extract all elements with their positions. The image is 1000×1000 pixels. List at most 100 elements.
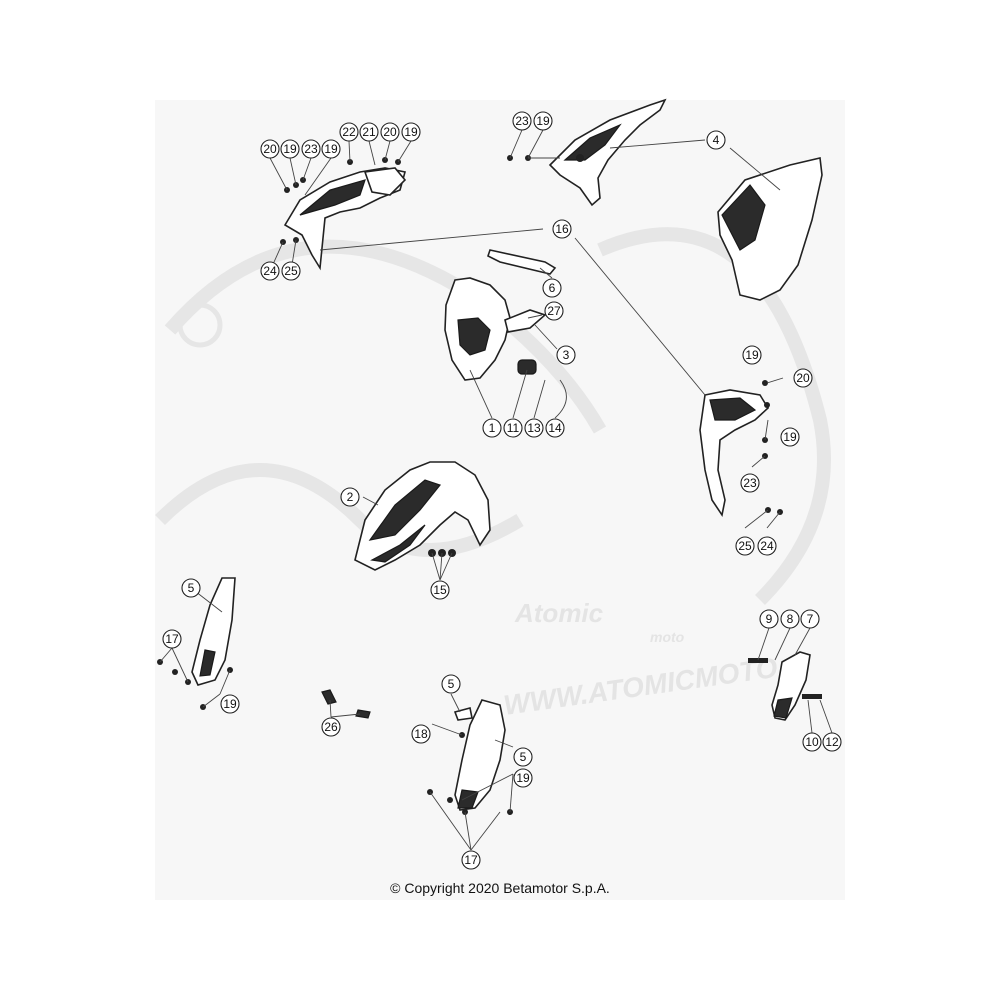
side-number-plate-part (717, 157, 823, 301)
callout-20: 20 (260, 139, 280, 159)
svg-text:9: 9 (766, 612, 773, 626)
svg-text:23: 23 (515, 114, 529, 128)
callout-10: 10 (802, 732, 822, 752)
callout-12: 12 (822, 732, 842, 752)
svg-text:11: 11 (507, 421, 520, 435)
leader-lines (159, 129, 833, 851)
callout-13: 13 (524, 418, 544, 438)
svg-text:8: 8 (787, 612, 794, 626)
svg-text:22: 22 (342, 125, 356, 139)
svg-text:21: 21 (362, 125, 376, 139)
svg-text:1: 1 (489, 421, 496, 435)
headlight-mask-part (444, 277, 547, 381)
fork-guard-bracket-part (771, 651, 811, 721)
callout-18: 18 (411, 724, 431, 744)
svg-text:26: 26 (324, 720, 338, 734)
svg-text:14: 14 (548, 421, 562, 435)
svg-text:7: 7 (807, 612, 814, 626)
callout-4: 4 (706, 130, 726, 150)
svg-text:19: 19 (745, 348, 759, 362)
svg-text:19: 19 (516, 771, 530, 785)
callout-17: 17 (461, 850, 481, 870)
right-shroud-panel-part (548, 98, 667, 207)
callout-19: 19 (401, 122, 421, 142)
svg-text:18: 18 (414, 727, 428, 741)
callout-3: 3 (556, 345, 576, 365)
svg-text:5: 5 (520, 750, 527, 764)
svg-text:12: 12 (825, 735, 839, 749)
watermark-url: WWW.ATOMICMOTO (502, 652, 780, 721)
callout-27: 27 (544, 301, 564, 321)
svg-text:19: 19 (536, 114, 550, 128)
svg-text:23: 23 (304, 142, 318, 156)
callout-19: 19 (321, 139, 341, 159)
svg-text:5: 5 (188, 581, 195, 595)
svg-text:19: 19 (404, 125, 418, 139)
svg-text:3: 3 (563, 348, 570, 362)
svg-text:23: 23 (743, 476, 757, 490)
callout-19: 19 (742, 345, 762, 365)
left-fork-guard-part (191, 577, 236, 686)
callout-25: 25 (735, 536, 755, 556)
callout-16: 16 (552, 219, 572, 239)
callout-19: 19 (533, 111, 553, 131)
callout-19: 19 (220, 694, 240, 714)
callout-26: 26 (321, 717, 341, 737)
copyright-notice: © Copyright 2020 Betamotor S.p.A. (390, 880, 610, 896)
callout-9: 9 (759, 609, 779, 629)
callout-11: 11 (503, 418, 523, 438)
svg-text:20: 20 (383, 125, 397, 139)
callout-24: 24 (260, 261, 280, 281)
svg-text:27: 27 (547, 304, 561, 318)
callout-5: 5 (441, 674, 461, 694)
callout-7: 7 (800, 609, 820, 629)
callout-23: 23 (301, 139, 321, 159)
svg-text:19: 19 (324, 142, 338, 156)
svg-text:19: 19 (223, 697, 237, 711)
svg-text:13: 13 (527, 421, 541, 435)
callout-2: 2 (340, 487, 360, 507)
svg-text:19: 19 (783, 430, 797, 444)
front-fender-part (354, 461, 491, 571)
callout-1: 1 (482, 418, 502, 438)
svg-text:24: 24 (760, 539, 774, 553)
callout-6: 6 (542, 278, 562, 298)
callout-19: 19 (513, 768, 533, 788)
callout-19: 19 (280, 139, 300, 159)
svg-text:17: 17 (165, 632, 179, 646)
svg-text:20: 20 (263, 142, 277, 156)
svg-text:25: 25 (738, 539, 752, 553)
headlight-strip-part (487, 249, 557, 275)
callout-25: 25 (281, 261, 301, 281)
svg-text:6: 6 (549, 281, 556, 295)
callout-23: 23 (740, 473, 760, 493)
svg-text:16: 16 (555, 222, 569, 236)
svg-text:20: 20 (796, 371, 810, 385)
svg-text:15: 15 (433, 583, 447, 597)
right-fork-guard-part (453, 699, 506, 811)
callout-5: 5 (181, 578, 201, 598)
right-shroud-part (699, 389, 770, 518)
callout-20: 20 (380, 122, 400, 142)
callout-20: 20 (793, 368, 813, 388)
svg-text:4: 4 (713, 133, 720, 147)
callout-24: 24 (757, 536, 777, 556)
svg-text:24: 24 (263, 264, 277, 278)
callout-5: 5 (513, 747, 533, 767)
callout-17: 17 (162, 629, 182, 649)
callout-22: 22 (339, 122, 359, 142)
callout-23: 23 (512, 111, 532, 131)
callout-14: 14 (545, 418, 565, 438)
clips-part (321, 689, 371, 719)
svg-text:19: 19 (283, 142, 297, 156)
svg-text:17: 17 (464, 853, 478, 867)
callout-21: 21 (359, 122, 379, 142)
watermark-brand: Atomic (514, 598, 604, 628)
left-shroud-part (283, 167, 407, 271)
callout-15: 15 (430, 580, 450, 600)
callout-8: 8 (780, 609, 800, 629)
callout-19: 19 (780, 427, 800, 447)
svg-text:5: 5 (448, 677, 455, 691)
